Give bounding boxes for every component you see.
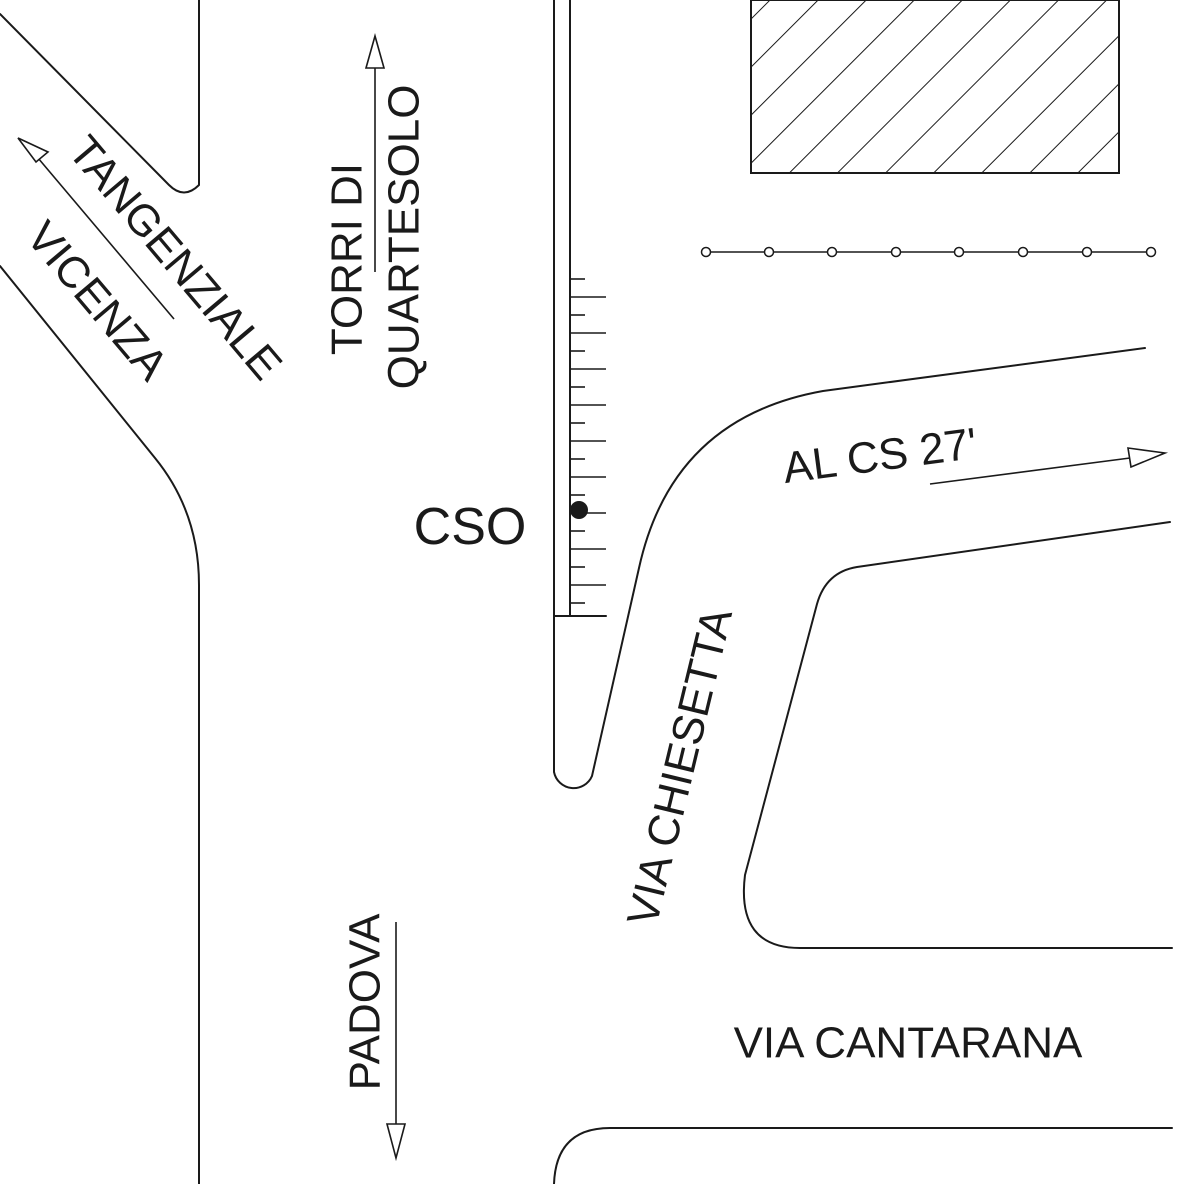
label-torri-di: TORRI DI [323,163,372,355]
hatched-building [750,0,1120,174]
label-quartesolo: QUARTESOLO [380,85,429,390]
station-marker-cso [570,501,588,519]
median-island [553,0,1146,790]
dotted-boundary-line [700,246,1157,258]
arrow-padova-icon [385,922,407,1162]
station-tick-ladder [570,278,606,604]
block-outline-east [743,521,1173,949]
arrow-al-cs-icon [929,447,1169,485]
arrow-tangenziale-icon [17,137,175,320]
road-edge-south-curb [553,1127,1173,1184]
label-padova: PADOVA [341,913,390,1091]
arrow-torri-icon [364,33,386,272]
road-edge-tangenziale-outer [0,265,200,1184]
road-edge-tangenziale-inner [0,0,200,194]
label-cso: CSO [414,498,527,556]
label-via-cantarana: VIA CANTARANA [734,1019,1083,1068]
